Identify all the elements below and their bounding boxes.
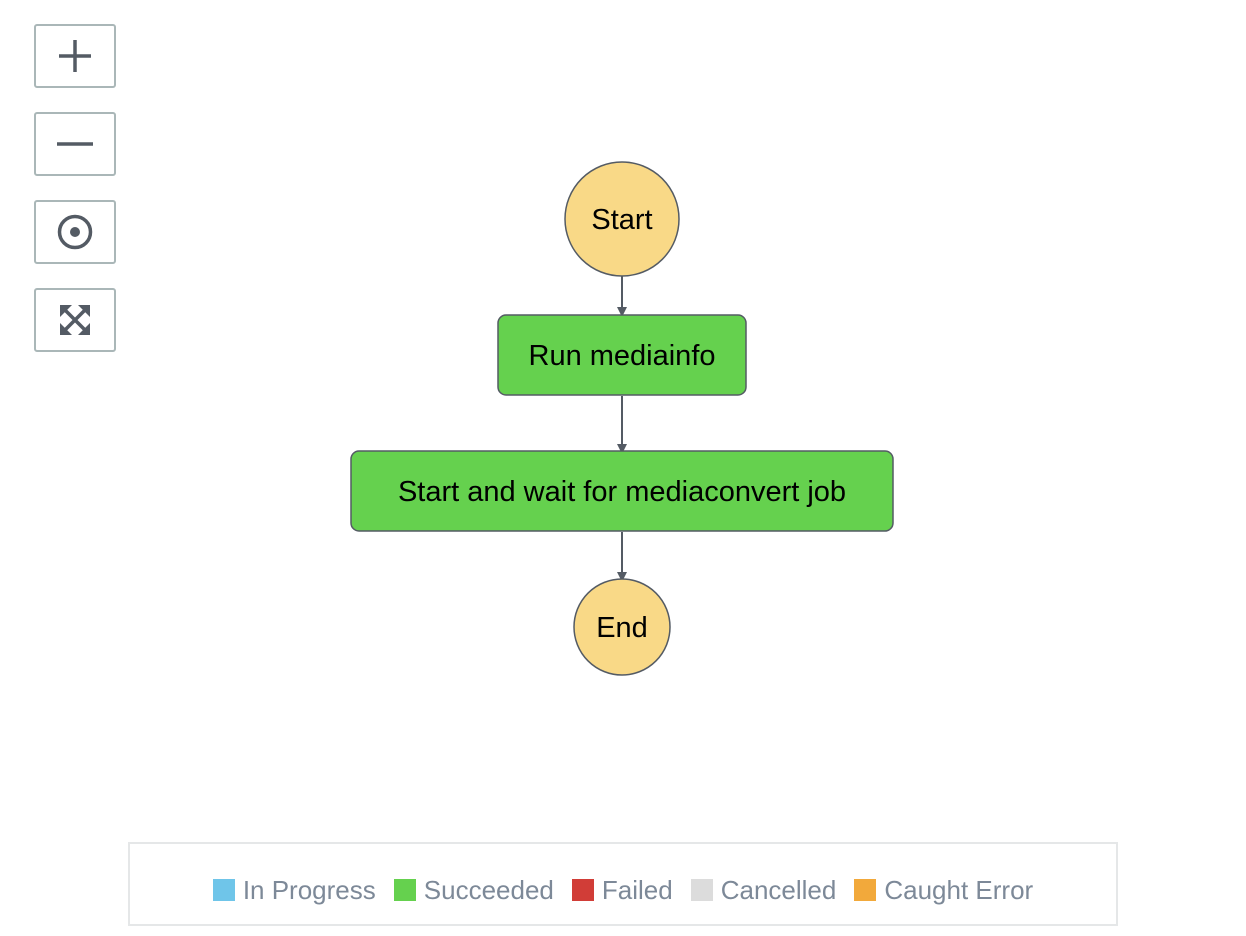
legend-label-in-progress: In Progress — [242, 874, 376, 905]
legend-item-caught-error: Caught Error — [854, 875, 1033, 906]
legend-item-cancelled: Cancelled — [690, 874, 837, 906]
legend-swatch-caught-error — [854, 879, 877, 901]
fit-to-view-button[interactable] — [34, 288, 116, 352]
run-mediainfo-node-label: Run mediainfo — [529, 340, 716, 372]
end-node-shape — [573, 578, 671, 676]
legend-label-caught-error: Caught Error — [884, 874, 1034, 905]
legend-item-in-progress: In Progress — [212, 874, 376, 906]
end-node-label: End — [596, 612, 648, 644]
zoom-out-button[interactable] — [34, 112, 116, 176]
start-node-label: Start — [591, 204, 652, 236]
legend-swatch-failed — [571, 879, 594, 901]
legend-item-succeeded: Succeeded — [393, 874, 554, 906]
run-mediainfo-node[interactable]: Run mediainfo — [497, 314, 747, 396]
legend-swatch-cancelled — [690, 879, 713, 901]
legend-label-cancelled: Cancelled — [720, 874, 837, 905]
start-node[interactable]: Start — [564, 161, 680, 277]
state-machine-graph: Start Run mediainfo Start and wait for m… — [350, 161, 894, 676]
start-node-shape — [564, 161, 680, 277]
zoom-in-button[interactable] — [34, 24, 116, 88]
plus-icon — [59, 40, 91, 72]
legend-swatch-in-progress — [212, 879, 235, 901]
minus-icon — [57, 142, 93, 146]
end-node[interactable]: End — [573, 578, 671, 676]
target-icon — [57, 214, 93, 250]
legend-label-succeeded: Succeeded — [423, 874, 554, 905]
legend-item-failed: Failed — [571, 874, 673, 906]
run-mediainfo-node-shape — [497, 314, 747, 396]
legend-label-failed: Failed — [601, 874, 673, 905]
status-legend: In Progress Succeeded Failed Cancelled C… — [128, 842, 1118, 926]
center-button[interactable] — [34, 200, 116, 264]
expand-arrows-icon — [60, 305, 90, 335]
mediaconvert-node[interactable]: Start and wait for mediaconvert job — [350, 450, 894, 532]
mediaconvert-node-label: Start and wait for mediaconvert job — [398, 476, 846, 508]
legend-swatch-succeeded — [393, 879, 416, 901]
mediaconvert-node-shape — [350, 450, 894, 532]
